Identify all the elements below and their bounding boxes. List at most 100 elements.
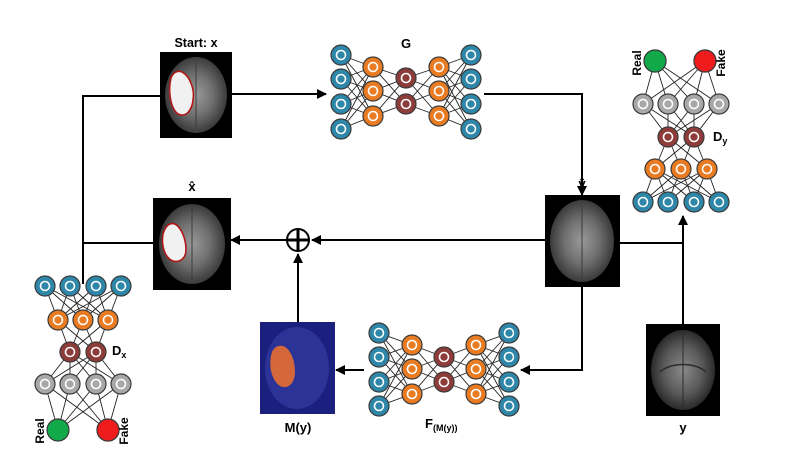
neuron-node-ring: [465, 123, 477, 135]
neuron-node: [428, 80, 450, 102]
y-hat-label: ŷ: [578, 176, 586, 191]
real-bottom-label: Real: [33, 418, 47, 443]
neuron-node-ring: [373, 376, 385, 388]
neuron-node-ring: [373, 400, 385, 412]
neuron-node: [59, 275, 81, 297]
fake-top-label: Fake: [714, 49, 728, 77]
neuron-node-ring: [64, 280, 76, 292]
neuron-node: [428, 56, 450, 78]
neuron-node: [670, 158, 692, 180]
neuron-node-ring: [662, 98, 674, 110]
neuron-node-ring: [39, 280, 51, 292]
neuron-node-ring: [64, 346, 76, 358]
dx-label-sub: x: [121, 350, 126, 360]
neuron-node-ring: [367, 85, 379, 97]
neuron-node-ring: [465, 49, 477, 61]
neuron-node: [368, 322, 390, 344]
neuron-node: [657, 126, 679, 148]
neuron-node: [59, 341, 81, 363]
neuron-node-ring: [688, 131, 700, 143]
neuron-node: [428, 105, 450, 127]
neuron-node-ring: [438, 376, 450, 388]
neuron-node-ring: [77, 314, 89, 326]
fake-output-node: [96, 418, 120, 442]
neuron-node: [34, 275, 56, 297]
neuron-node: [683, 126, 705, 148]
x-hat-image: [153, 198, 231, 290]
discriminator-dy-network: [632, 49, 730, 213]
mask-my-image: [260, 322, 335, 414]
network-edges: [642, 60, 720, 203]
neuron-node-ring: [400, 72, 412, 84]
neuron-node: [395, 93, 417, 115]
f-label-main: F: [425, 416, 433, 431]
neuron-node: [433, 371, 455, 393]
neuron-node: [433, 346, 455, 368]
neuron-node: [395, 67, 417, 89]
neuron-node-ring: [662, 131, 674, 143]
neuron-node-ring: [335, 98, 347, 110]
neuron-node-ring: [52, 314, 64, 326]
neuron-node-ring: [335, 73, 347, 85]
neuron-node-ring: [688, 98, 700, 110]
dy-label: Dy: [713, 129, 727, 146]
neuron-node: [696, 158, 718, 180]
x-hat-label: x̂: [188, 179, 196, 194]
my-label: M(y): [285, 420, 312, 435]
neuron-node: [362, 105, 384, 127]
y-label: y: [679, 420, 687, 435]
neuron-node: [460, 118, 482, 140]
real-top-label: Real: [630, 50, 644, 75]
neuron-node: [401, 383, 423, 405]
neuron-node-ring: [90, 378, 102, 390]
neuron-node: [465, 358, 487, 380]
neuron-node: [401, 358, 423, 380]
neuron-node-ring: [503, 351, 515, 363]
neuron-node: [110, 373, 132, 395]
dy-label-sub: y: [722, 136, 727, 146]
neuron-node-ring: [701, 163, 713, 175]
neuron-node-ring: [406, 388, 418, 400]
neuron-node-ring: [335, 49, 347, 61]
neuron-node: [47, 309, 69, 331]
neuron-node: [368, 371, 390, 393]
neuron-node: [460, 44, 482, 66]
neuron-node-ring: [115, 280, 127, 292]
neuron-node-ring: [713, 98, 725, 110]
neuron-node: [110, 275, 132, 297]
neuron-node-ring: [470, 363, 482, 375]
neuron-node: [330, 93, 352, 115]
dx-label-main: D: [112, 343, 121, 358]
neuron-node-ring: [373, 351, 385, 363]
neuron-node: [34, 373, 56, 395]
neuron-node: [683, 93, 705, 115]
neuron-node: [401, 334, 423, 356]
real-output-node: [46, 418, 70, 442]
neuron-node: [460, 93, 482, 115]
fake-output-node: [693, 49, 717, 73]
fake-bottom-label: Fake: [117, 417, 131, 445]
neuron-node: [330, 118, 352, 140]
neuron-node: [657, 93, 679, 115]
neuron-node-ring: [649, 163, 661, 175]
network-edges: [378, 332, 510, 407]
neuron-node: [465, 383, 487, 405]
neuron-node: [330, 44, 352, 66]
neuron-node-ring: [373, 327, 385, 339]
neuron-node-ring: [675, 163, 687, 175]
neuron-node-ring: [503, 376, 515, 388]
network-edges: [44, 285, 122, 431]
neuron-node-ring: [90, 346, 102, 358]
neuron-node-ring: [713, 196, 725, 208]
neuron-node-ring: [688, 196, 700, 208]
neuron-node: [85, 275, 107, 297]
neuron-node-ring: [637, 196, 649, 208]
neuron-node: [362, 56, 384, 78]
neuron-node-ring: [503, 400, 515, 412]
neuron-node: [85, 341, 107, 363]
neuron-node: [362, 80, 384, 102]
neuron-node: [708, 93, 730, 115]
neuron-node: [498, 322, 520, 344]
plus-operator-icon: [286, 228, 310, 252]
neuron-node: [330, 68, 352, 90]
